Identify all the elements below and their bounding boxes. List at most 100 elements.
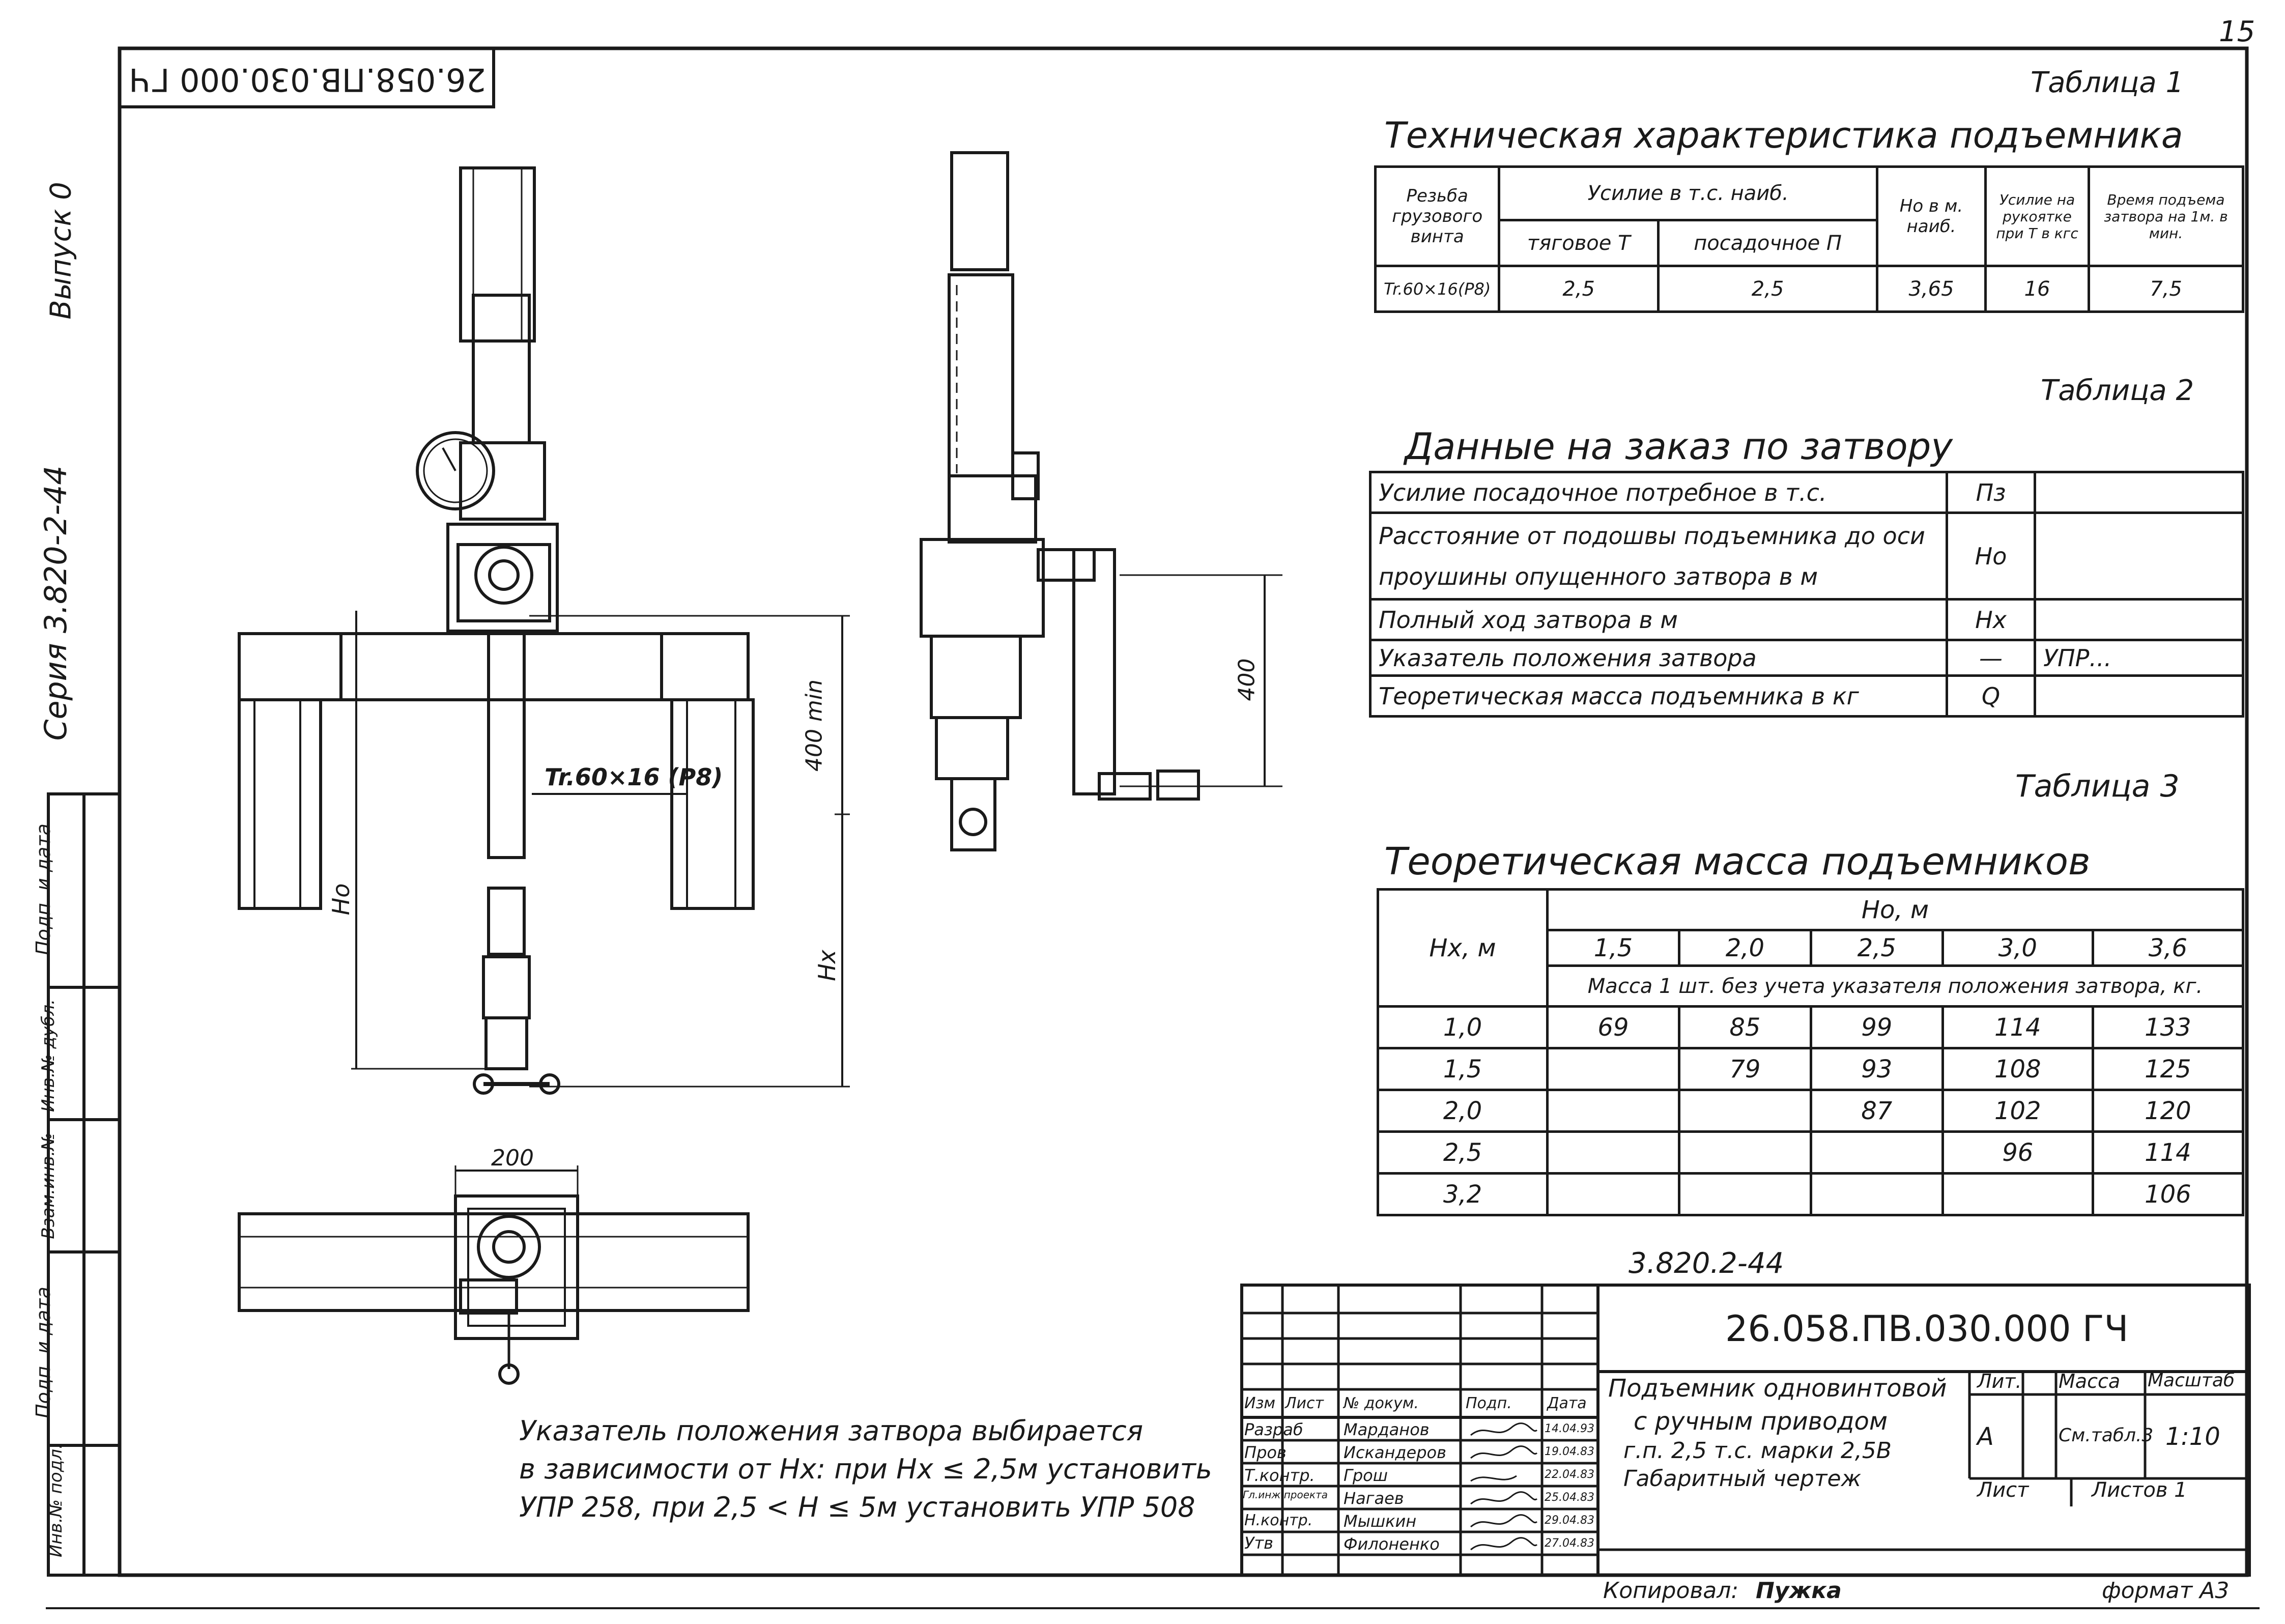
t3-r0-c2: 99 (1809, 1005, 1944, 1049)
t1-h-thread: Резьба грузового винта (1374, 165, 1501, 267)
t1-ho: 3,65 (1876, 265, 1987, 313)
t2-r0-val (2034, 471, 2244, 514)
scale-header: Масштаб (2148, 1370, 2235, 1391)
note-line-2: в зависимости от Нх: при Нх ≤ 2,5м устан… (519, 1453, 1212, 1485)
strip-inv-podl: Инв.№ подл. (46, 1443, 66, 1557)
t2-r1-label: Расстояние от подошвы подъемника до оси … (1369, 511, 1948, 601)
strip-inv-dubl: Инв.№ дубл. (38, 999, 59, 1112)
tb-role-5: Утв (1244, 1533, 1273, 1553)
sheets-label: Листов 1 (2092, 1478, 2187, 1502)
tb-role-2: Т.контр. (1244, 1466, 1315, 1485)
t3-r2-c2: 87 (1809, 1089, 1944, 1133)
t2-r2-sym: Нх (1946, 598, 2036, 641)
t3-r4-c4: 106 (2091, 1172, 2245, 1216)
thread-label: Tr.60×16 (P8) (545, 763, 723, 791)
page-number: 15 (2219, 15, 2255, 48)
scale-value: 1:10 (2165, 1422, 2220, 1451)
dim-200-label: 200 (491, 1145, 534, 1171)
t1-time: 7,5 (2088, 265, 2244, 313)
dim-400min-label: 400 min (801, 679, 827, 772)
copied-by: Пужка (1756, 1578, 1842, 1604)
sheet-label: Лист (1977, 1478, 2029, 1502)
t3-r4-c0 (1546, 1172, 1680, 1216)
t2-r3-val: УПР... (2034, 639, 2244, 677)
tb-h-list: Лист (1285, 1394, 1324, 1412)
table2-title: Данные на заказ по затвору (1405, 425, 1953, 468)
t1-pull: 2,5 (1498, 265, 1660, 313)
lit-header: Лит. (1977, 1370, 2022, 1392)
tb-name-3: Нагаев (1344, 1489, 1404, 1508)
t3-r4-c2 (1809, 1172, 1944, 1216)
t3-r2-c4: 120 (2091, 1089, 2245, 1133)
t3-col-2: 2,5 (1809, 929, 1944, 967)
t2-r3-label: Указатель положения затвора (1369, 639, 1948, 677)
t3-r1-hx: 1,5 (1377, 1047, 1549, 1091)
signatures (1470, 1422, 1538, 1551)
t3-r3-hx: 2,5 (1377, 1130, 1549, 1175)
t3-r2-c1 (1677, 1089, 1812, 1133)
tb-date-4: 29.04.83 (1545, 1514, 1594, 1527)
t3-col-4: 3,6 (2091, 929, 2245, 967)
t3-r0-c1: 85 (1677, 1005, 1812, 1049)
tb-name-2: Грош (1344, 1466, 1388, 1485)
doc-code: 26.058.ПВ.030.000 ГЧ (1725, 1308, 2129, 1350)
table-row: 2,0 87 102 120 (1377, 1089, 2245, 1133)
issue-label: Выпуск 0 (44, 182, 78, 320)
note-line-1: Указатель положения затвора выбирается (519, 1415, 1144, 1447)
format-label: формат А3 (2102, 1578, 2230, 1604)
table-row: 1,5 79 93 108 125 (1377, 1047, 2245, 1091)
t3-r2-c3: 102 (1941, 1089, 2094, 1133)
rotated-doc-code: 26.058.ПВ.030.000 ГЧ (129, 61, 486, 98)
t1-h-force: Усилие в т.с. наиб. (1498, 165, 1878, 221)
tb-name-0: Марданов (1344, 1420, 1430, 1439)
mass-value: См.табл.3 (2059, 1425, 2154, 1446)
strip-podp-data-1: Подп. и дата (32, 1287, 54, 1418)
t3-r2-c0 (1546, 1089, 1680, 1133)
table1-caption: Таблица 1 (2031, 66, 2184, 99)
table2: Усилие посадочное потребное в т.с. Пз Ра… (1369, 471, 2244, 718)
tb-date-1: 19.04.83 (1545, 1445, 1594, 1458)
series-label: Серия 3.820-2-44 (38, 465, 74, 741)
series-code: 3.820.2-44 (1629, 1247, 1784, 1280)
t3-col-0: 1,5 (1546, 929, 1680, 967)
table-row: 2,5 96 114 (1377, 1130, 2245, 1175)
t3-r3-c4: 114 (2091, 1130, 2245, 1175)
table3: Нх, м Но, м 1,5 2,0 2,5 3,0 3,6 Масса 1 … (1377, 888, 2245, 1216)
t3-r1-c4: 125 (2091, 1047, 2245, 1091)
t2-r2-val (2034, 598, 2244, 641)
tb-h-doc: № докум. (1344, 1394, 1419, 1412)
note-line-3: УПР 258, при 2,5 < Н ≤ 5м установить УПР… (519, 1491, 1195, 1523)
tb-role-1: Пров (1244, 1443, 1287, 1462)
t3-r0-c4: 133 (2091, 1005, 2245, 1049)
t3-h-hx: Нх, м (1377, 888, 1549, 1008)
t1-thread: Tr.60×16(P8) (1374, 265, 1501, 313)
table1: Резьба грузового винта Усилие в т.с. наи… (1374, 165, 2244, 313)
t3-col-3: 3,0 (1941, 929, 2094, 967)
t3-r4-c3 (1941, 1172, 2094, 1216)
product-name-3: г.п. 2,5 т.с. марки 2,5В (1623, 1438, 1892, 1464)
table-row: 1,0 69 85 99 114 133 (1377, 1005, 2245, 1049)
strip-podp-data-2: Подп. и дата (32, 823, 54, 955)
tb-h-sign: Подп. (1466, 1394, 1512, 1412)
tb-h-izm: Изм (1244, 1394, 1276, 1412)
mass-header: Масса (2059, 1370, 2121, 1392)
table3-title: Теоретическая масса подъемников (1384, 840, 2091, 884)
dim-400-label: 400 (1234, 658, 1260, 701)
table1-title: Техническая характеристика подъемника (1384, 115, 2183, 156)
tb-name-4: Мышкин (1344, 1512, 1417, 1531)
copied-label: Копировал: (1603, 1578, 1739, 1604)
tb-date-3: 25.04.83 (1545, 1491, 1594, 1504)
tb-role-4: Н.контр. (1244, 1512, 1313, 1529)
t3-r1-c3: 108 (1941, 1047, 2094, 1091)
tb-role-3: Гл.инж.проекта (1243, 1489, 1328, 1501)
ho-label: Но (327, 883, 355, 916)
hx-label: Нх (813, 950, 841, 981)
t1-h-ho: Но в м. наиб. (1876, 165, 1987, 267)
tb-h-date: Дата (1547, 1394, 1587, 1412)
t3-r3-c1 (1677, 1130, 1812, 1175)
t3-r3-c2 (1809, 1130, 1944, 1175)
t1-h-time: Время подъема затвора на 1м. в мин. (2088, 165, 2244, 267)
t3-subhead: Масса 1 шт. без учета указателя положени… (1546, 964, 2244, 1008)
t3-r1-c2: 93 (1809, 1047, 1944, 1091)
